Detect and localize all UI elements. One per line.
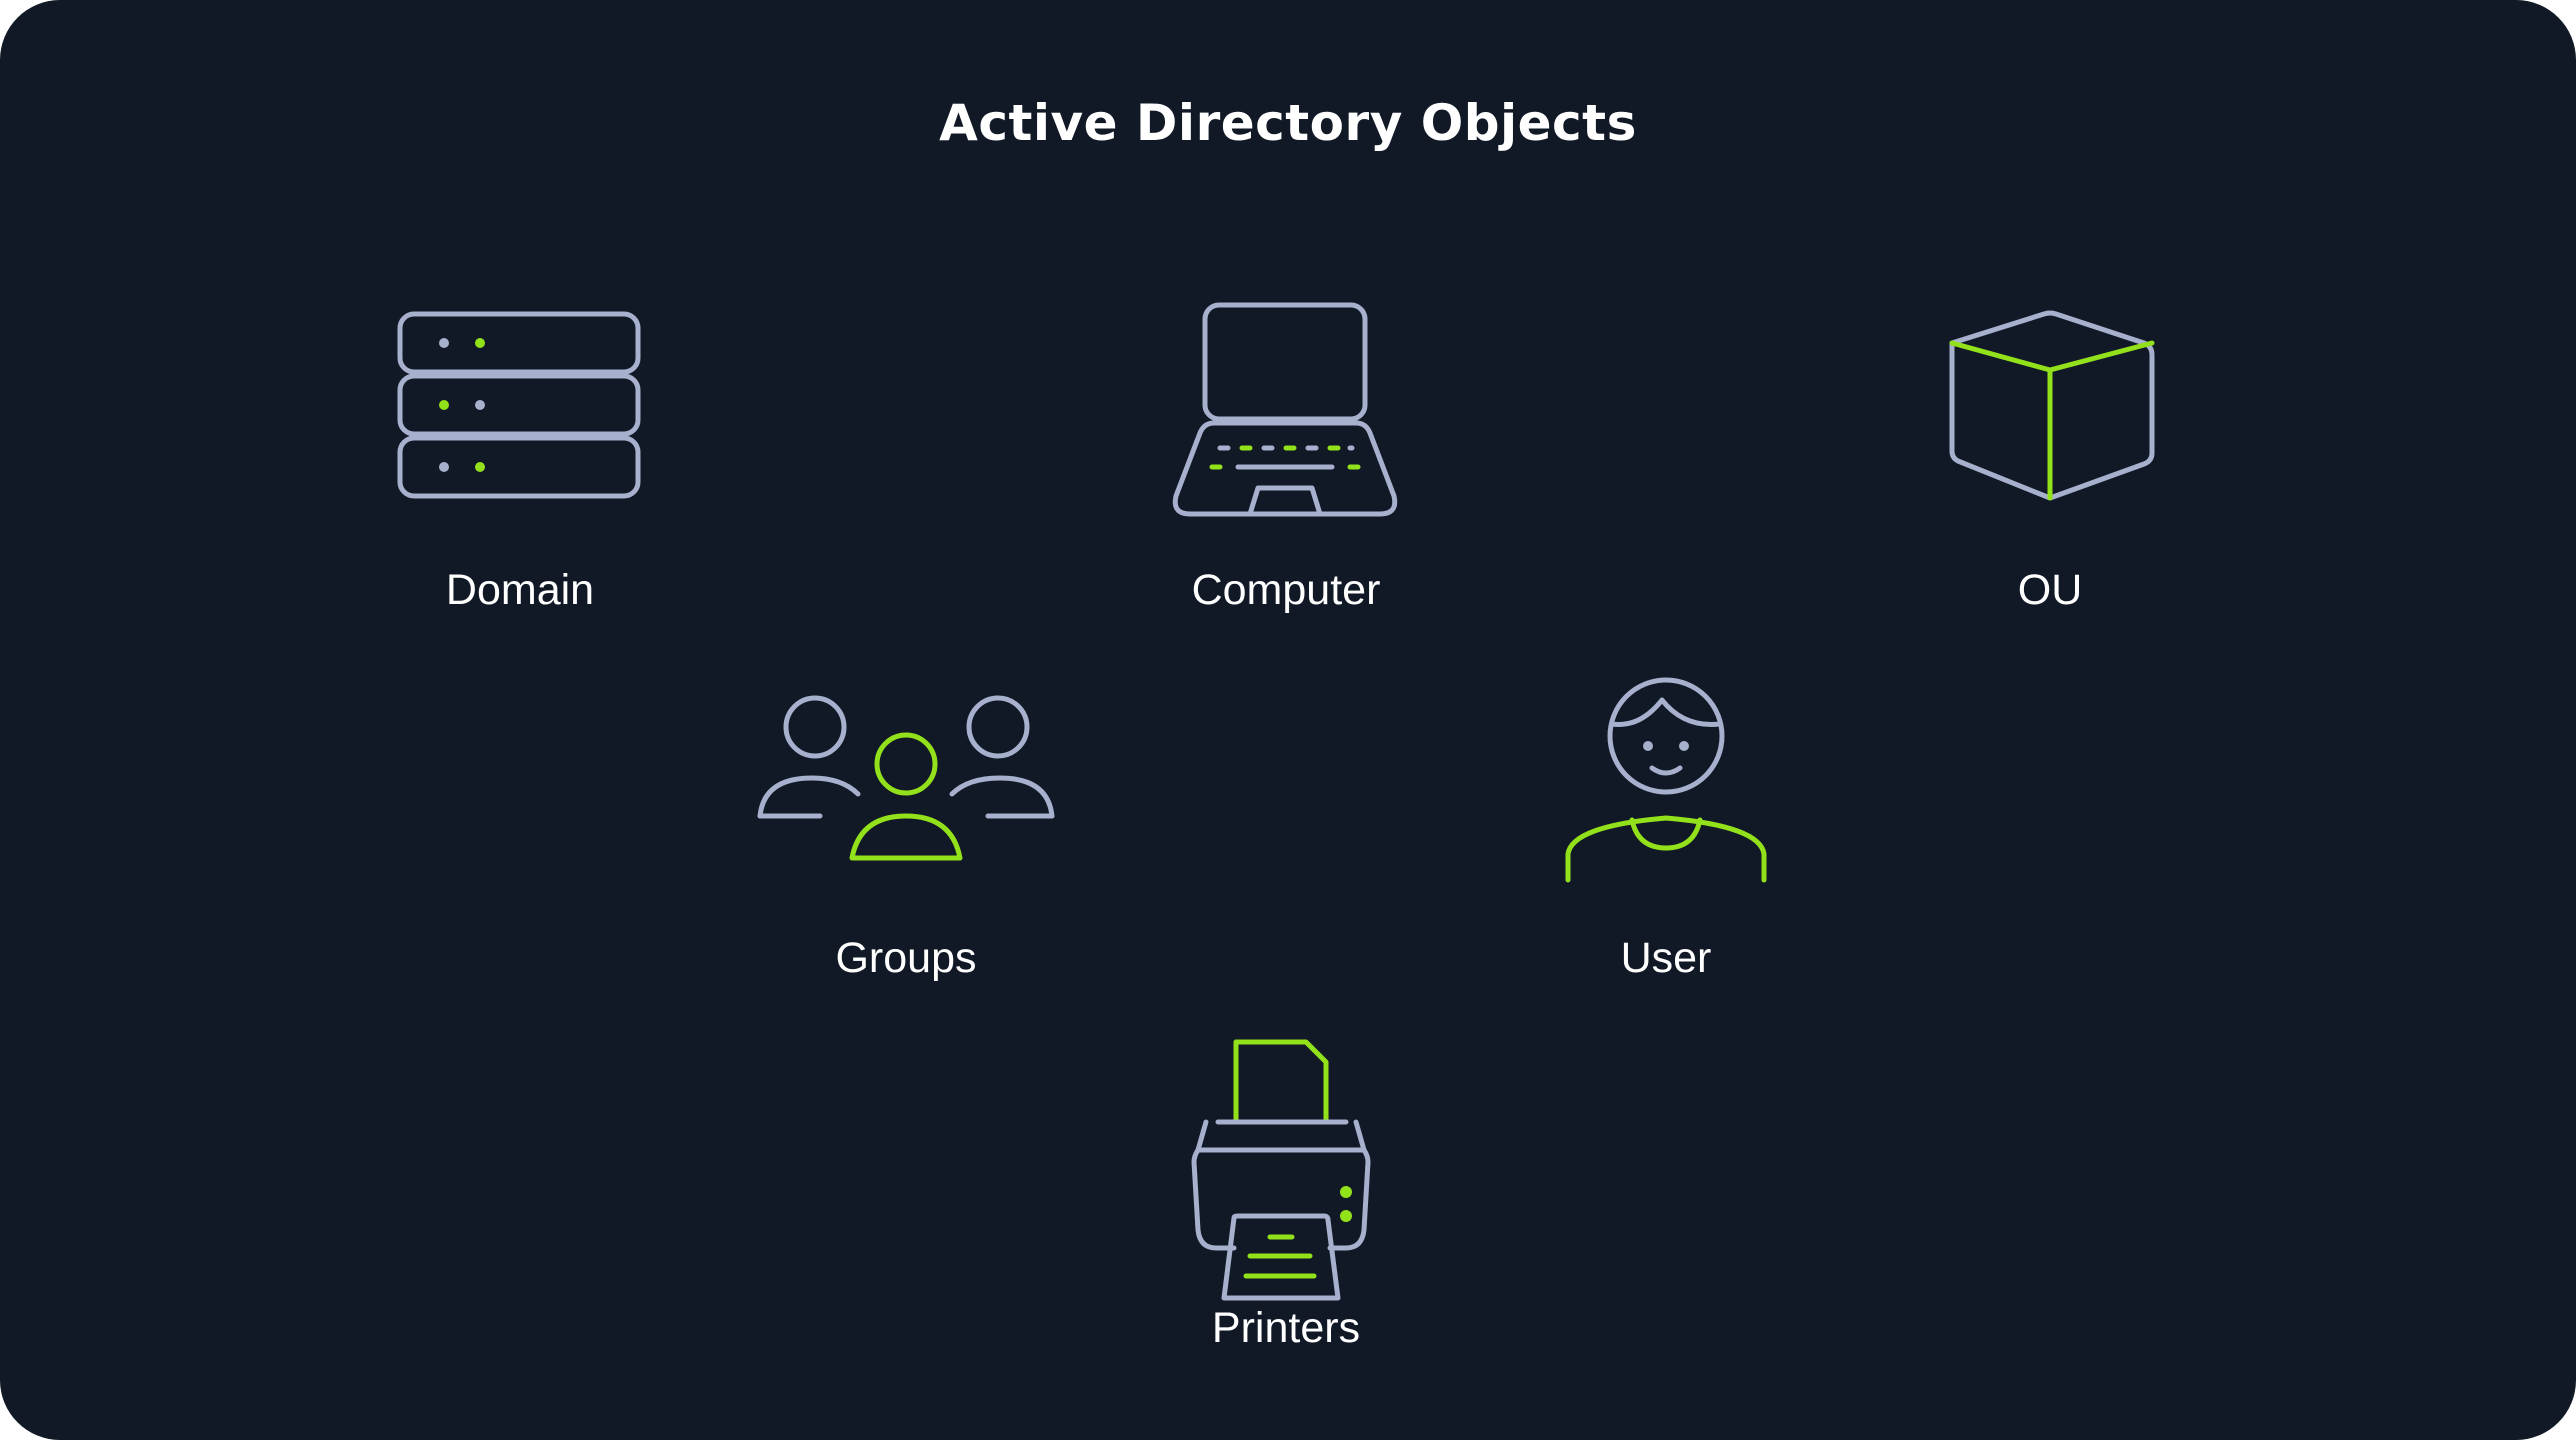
object-printers: Printers bbox=[1086, 1030, 1486, 1370]
object-groups: Groups bbox=[706, 680, 1106, 1010]
printer-icon bbox=[1191, 1039, 1371, 1301]
cube-icon bbox=[1949, 310, 2155, 501]
object-label: Printers bbox=[1211, 1304, 1361, 1352]
user-group-icon bbox=[757, 695, 1055, 861]
object-label: Groups bbox=[835, 934, 977, 982]
object-label: User bbox=[1620, 934, 1712, 982]
object-domain: Domain bbox=[320, 300, 720, 640]
object-label: Computer bbox=[1191, 566, 1381, 614]
diagram-title: Active Directory Objects bbox=[939, 94, 1637, 152]
user-icon bbox=[1565, 677, 1767, 883]
object-label: Domain bbox=[445, 566, 595, 614]
object-computer: Computer bbox=[1086, 300, 1486, 640]
object-label: OU bbox=[2017, 566, 2083, 614]
laptop-icon bbox=[1172, 302, 1398, 517]
object-ou: OU bbox=[1850, 300, 2250, 640]
server-stack-icon bbox=[397, 311, 641, 499]
object-user: User bbox=[1466, 660, 1866, 1010]
